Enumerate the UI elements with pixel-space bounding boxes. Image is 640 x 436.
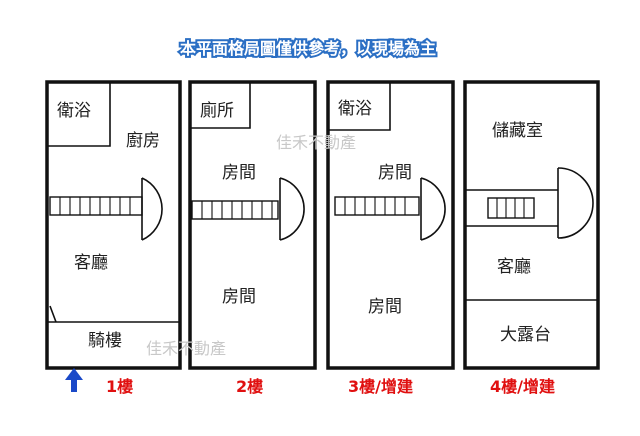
room-label: 儲藏室 (492, 121, 543, 141)
floor-2-outline (188, 80, 317, 370)
floor-1-stair-treads (59, 197, 131, 215)
room-label: 客廳 (74, 253, 108, 273)
room-label: 衛浴 (57, 101, 91, 121)
floor-3-stair-treads (344, 197, 406, 215)
floor-4-outline (463, 80, 600, 370)
floor-label-1: 1樓 (106, 377, 133, 396)
floor-1-door-arc (141, 177, 163, 241)
floor-1-plan: 衛浴 廚房 客廳 騎樓 (45, 80, 182, 370)
room-label: 大露台 (500, 325, 551, 345)
floor-label-3: 3樓/增建 (348, 377, 413, 396)
floor-4-plan: 儲藏室 客廳 大露台 (463, 80, 600, 370)
room-label: 騎樓 (88, 331, 122, 351)
floor-2-stair (191, 200, 279, 220)
floor-3-door-arc (420, 177, 446, 241)
floor-1-stair (49, 196, 143, 216)
room-label: 房間 (378, 163, 412, 183)
floor-4-door-arc (557, 167, 594, 239)
room-label: 房間 (222, 287, 256, 307)
floor-label-4: 4樓/增建 (490, 377, 555, 396)
room-label: 廁所 (200, 100, 234, 121)
floor-1-outline (45, 80, 182, 370)
up-arrow-icon (65, 368, 83, 392)
floor-4-stair (487, 197, 535, 219)
floor-2-plan: 廁所 房間 房間 (188, 80, 317, 370)
floor-1-bathroom-wall (47, 82, 111, 147)
floor-3-bathroom-wall (328, 82, 391, 131)
plan-title: 本平面格局圖僅供參考，以現場為主 (180, 39, 436, 58)
floor-label-2: 2樓 (236, 377, 263, 396)
floor-2-toilet-wall (190, 82, 251, 129)
floor-3-stair (334, 196, 420, 216)
room-label: 客廳 (497, 257, 531, 277)
floor-2-stair-treads (201, 201, 273, 219)
watermark: 佳禾不動產 (146, 339, 226, 358)
floor-3-plan: 衛浴 房間 房間 (326, 80, 455, 370)
room-label: 衛浴 (338, 99, 372, 119)
room-label: 房間 (222, 163, 256, 183)
watermark: 佳禾不動產 (276, 133, 356, 152)
floor-4-stair-treads (496, 198, 525, 218)
room-label: 房間 (368, 297, 402, 317)
floor-2-door-arc (279, 177, 305, 241)
room-label: 廚房 (126, 130, 160, 151)
